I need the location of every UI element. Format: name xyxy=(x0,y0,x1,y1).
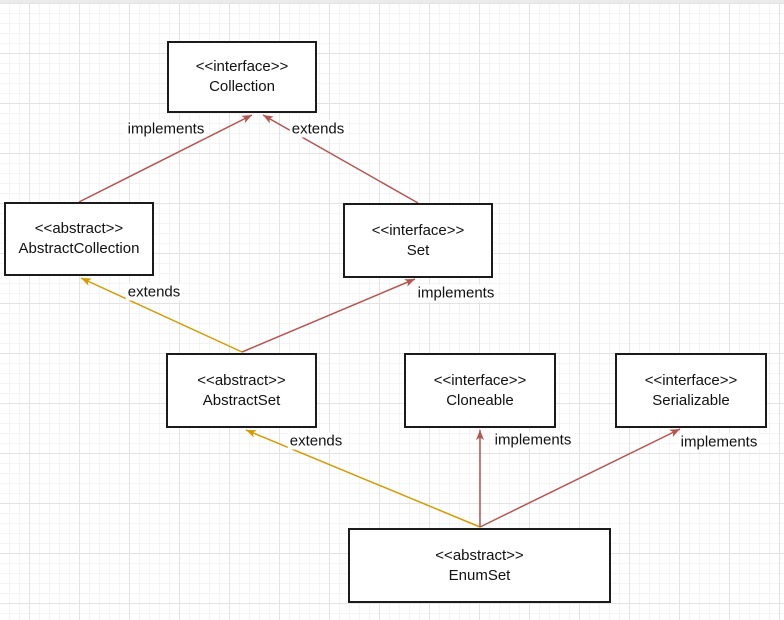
node-enum-set[interactable]: <<abstract>> EnumSet xyxy=(348,528,611,603)
node-stereotype: <<interface>> xyxy=(195,58,289,75)
canvas-top-edge xyxy=(0,0,784,3)
edge-label-extends[interactable]: extends xyxy=(287,432,345,450)
node-name: AbstractCollection xyxy=(18,240,140,257)
node-stereotype: <<abstract>> xyxy=(435,546,524,564)
node-name: Cloneable xyxy=(446,391,514,409)
node-name: Set xyxy=(406,241,430,259)
node-name: Serializable xyxy=(652,391,730,409)
node-name: AbstractSet xyxy=(202,391,281,409)
node-stereotype: <<abstract>> xyxy=(197,371,286,389)
edge-abstractset-implements-set[interactable] xyxy=(241,278,416,353)
edge-label-implements[interactable]: implements xyxy=(125,120,207,138)
edge-label-implements[interactable]: implements xyxy=(678,433,760,451)
edge-label-extends[interactable]: extends xyxy=(289,120,347,138)
edge-label-implements[interactable]: implements xyxy=(415,284,497,302)
node-stereotype: <<interface>> xyxy=(433,371,527,389)
edge-label-extends[interactable]: extends xyxy=(125,283,183,301)
node-stereotype: <<interface>> xyxy=(371,221,465,239)
node-abstract-collection[interactable]: <<abstract>> AbstractCollection xyxy=(4,202,154,276)
node-abstract-set[interactable]: <<abstract>> AbstractSet xyxy=(166,353,317,428)
edge-abstractcollection-implements-collection[interactable] xyxy=(78,114,253,203)
node-set[interactable]: <<interface>> Set xyxy=(343,203,493,278)
node-stereotype: <<interface>> xyxy=(644,371,738,389)
node-cloneable[interactable]: <<interface>> Cloneable xyxy=(404,353,556,428)
node-name: EnumSet xyxy=(448,566,511,584)
edge-enumset-extends-abstractset[interactable] xyxy=(245,429,481,528)
edge-enumset-implements-serializable[interactable] xyxy=(479,428,681,528)
node-serializable[interactable]: <<interface>> Serializable xyxy=(615,353,767,428)
edge-abstractset-extends-abstractcollection[interactable] xyxy=(80,277,243,353)
edge-set-extends-collection[interactable] xyxy=(262,114,419,204)
edge-label-implements[interactable]: implements xyxy=(492,431,574,449)
node-collection[interactable]: <<interface>> Collection xyxy=(167,41,317,113)
node-stereotype: <<abstract>> xyxy=(34,220,124,237)
node-name: Collection xyxy=(209,78,275,95)
